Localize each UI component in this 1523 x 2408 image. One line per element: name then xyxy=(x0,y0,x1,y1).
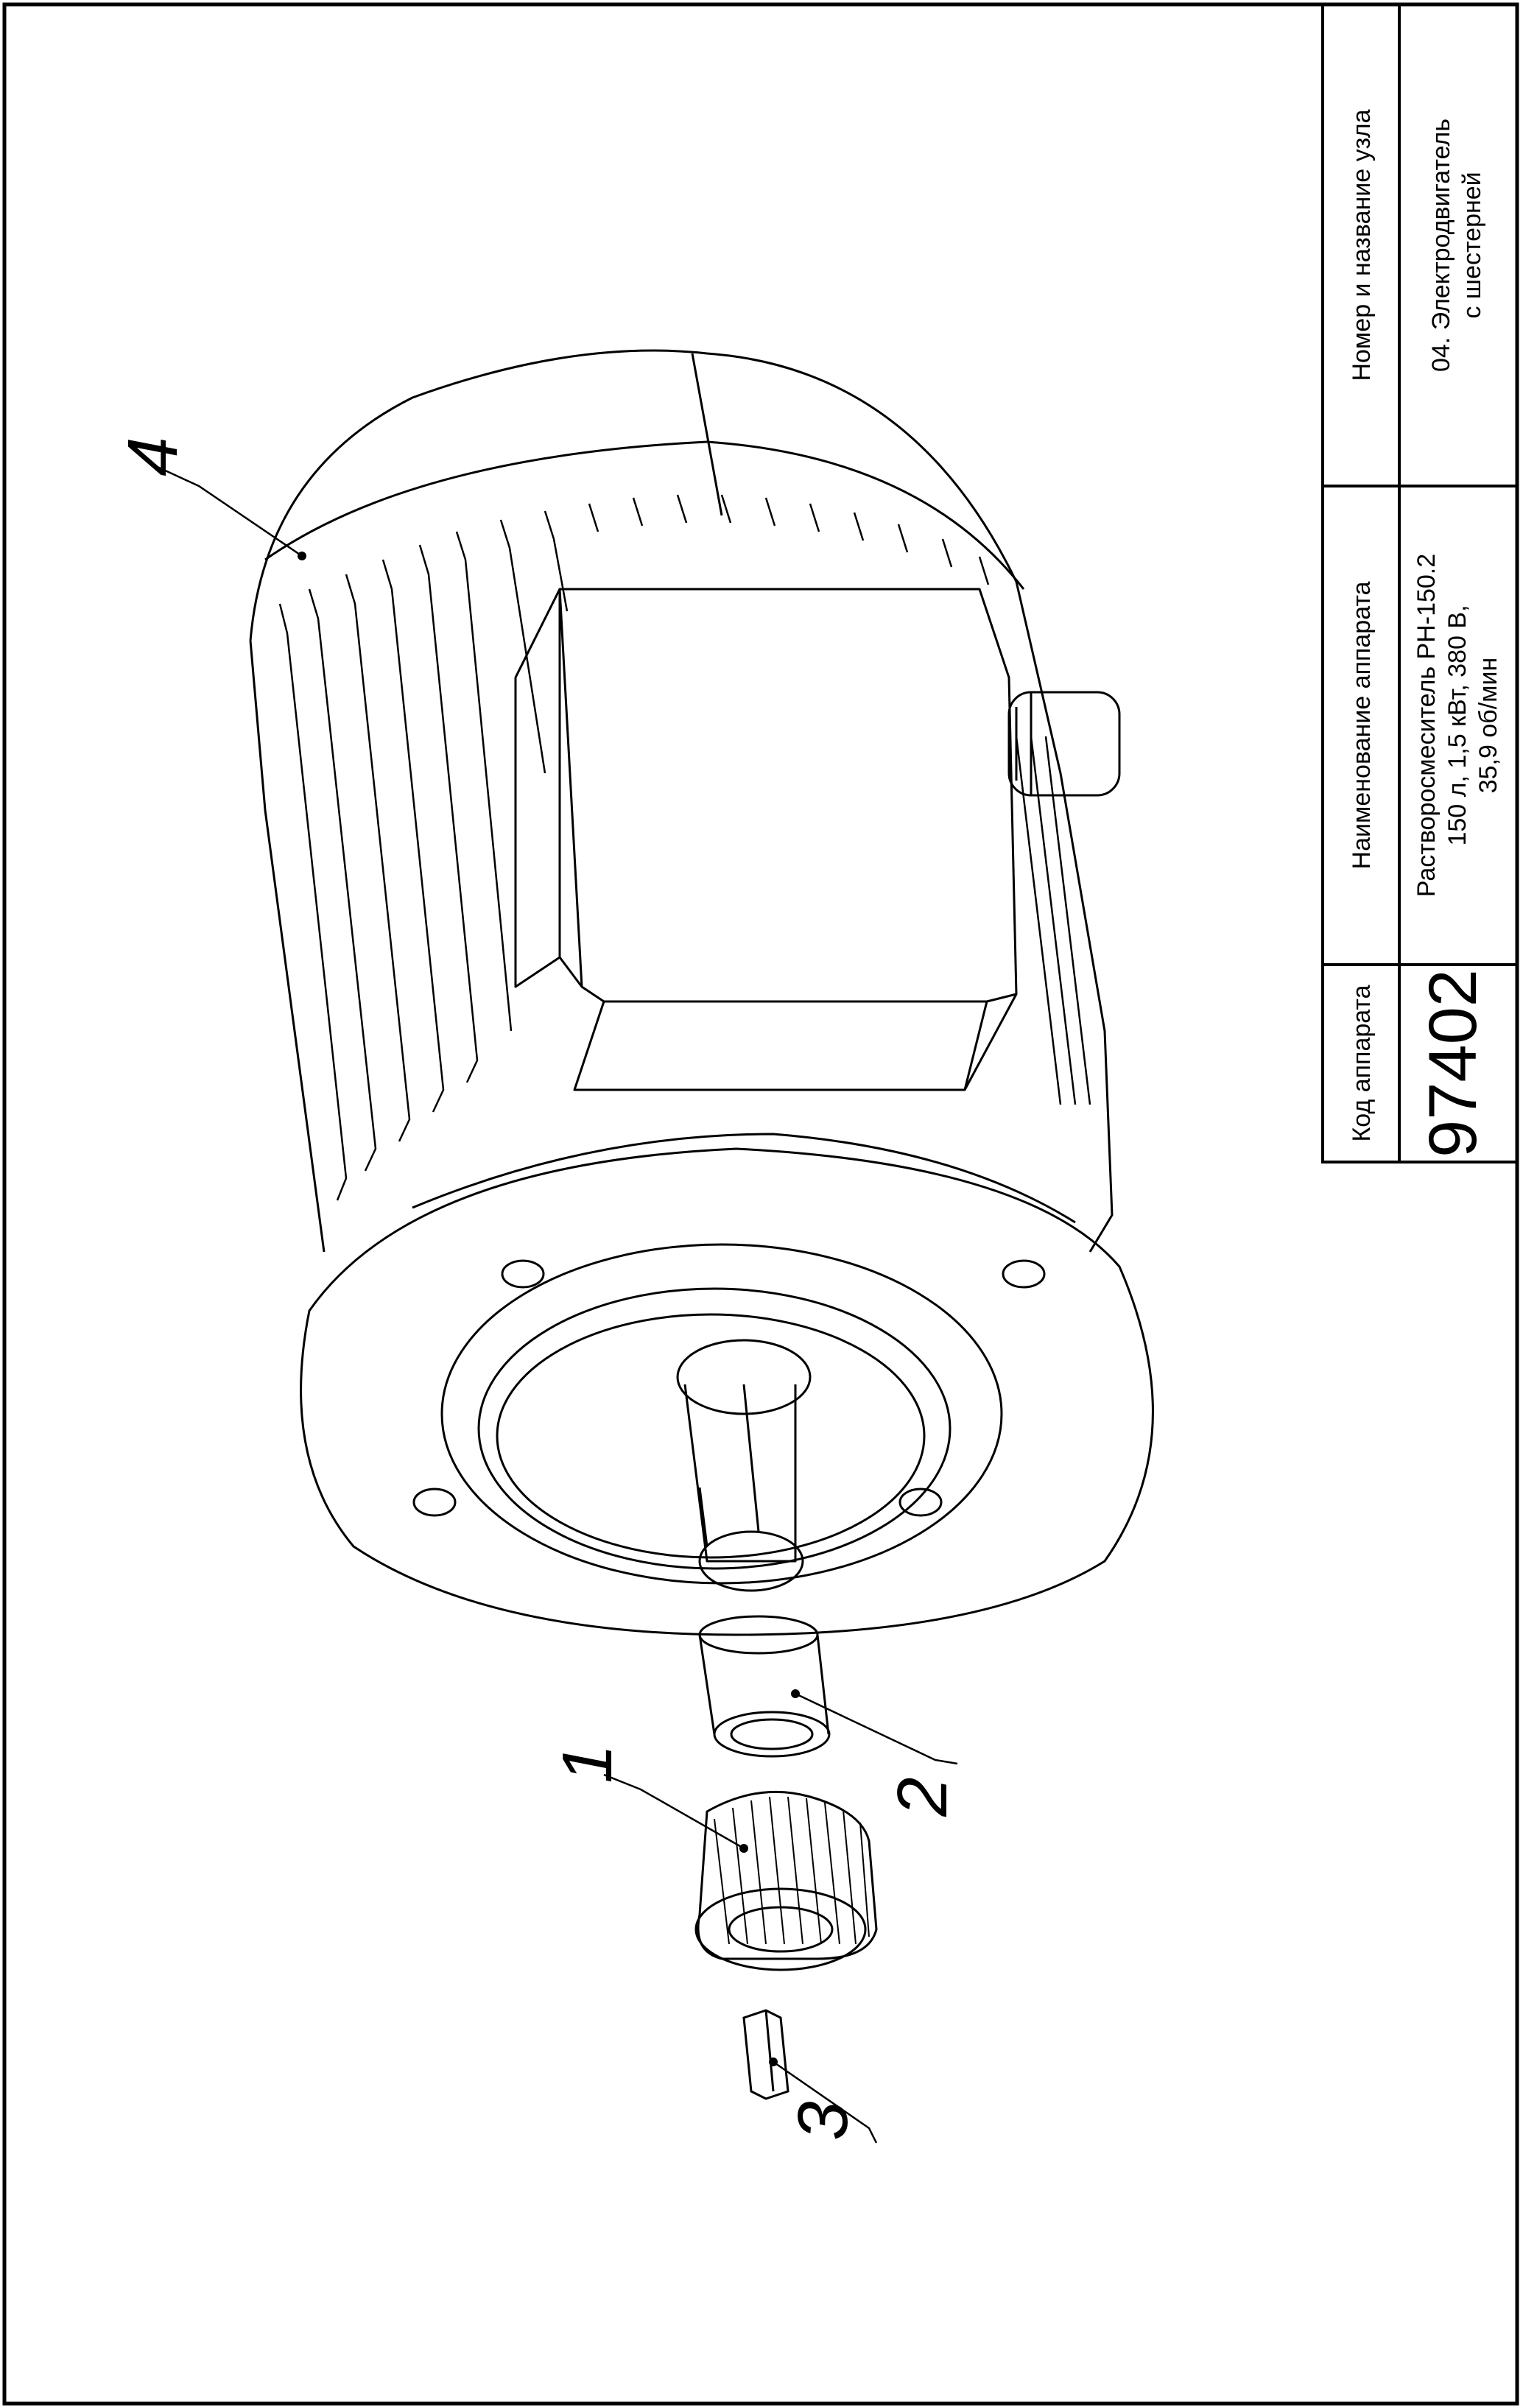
terminal-box xyxy=(514,588,1018,1091)
apparatus-name-line1: Растворосмеситель РН-150.2 xyxy=(1413,554,1441,897)
col1-header: Код аппарата xyxy=(1348,985,1376,1141)
unit-name-line1: 04. Электродвигатель xyxy=(1427,119,1455,372)
leader-part-3 xyxy=(773,2060,878,2144)
col2-header: Наименование аппарата xyxy=(1348,581,1376,869)
title-block xyxy=(1321,3,1519,1163)
key xyxy=(742,2009,789,2100)
motor-flange xyxy=(300,1133,1154,1636)
leader-part-2 xyxy=(795,1692,958,1765)
callout-part-3: 3 xyxy=(784,2101,862,2140)
motor-shaft xyxy=(676,1339,812,1592)
rear-end-cap xyxy=(264,440,1025,590)
gear-teeth xyxy=(714,1796,870,1945)
callout-part-4: 4 xyxy=(113,437,192,476)
cable-gland xyxy=(1007,691,1121,797)
cooling-fins xyxy=(278,494,1091,1201)
leader-dots xyxy=(298,552,800,2066)
unit-name-line2: с шестерней xyxy=(1458,172,1486,318)
apparatus-code: 97402 xyxy=(1415,969,1491,1158)
col3-header: Номер и название узла xyxy=(1348,109,1376,381)
apparatus-name-line3: 35,9 об/мин xyxy=(1474,658,1502,794)
leader-lines xyxy=(150,462,958,2144)
leader-part-4 xyxy=(150,462,303,557)
callout-part-2: 2 xyxy=(883,1777,962,1817)
electric-motor xyxy=(249,349,1154,1636)
gear xyxy=(694,1790,878,1971)
sleeve xyxy=(698,1615,831,1758)
callout-part-1: 1 xyxy=(548,1744,627,1783)
apparatus-name-line2: 150 л, 1,5 кВт, 380 В, xyxy=(1443,605,1471,845)
leader-part-1 xyxy=(603,1773,745,1850)
